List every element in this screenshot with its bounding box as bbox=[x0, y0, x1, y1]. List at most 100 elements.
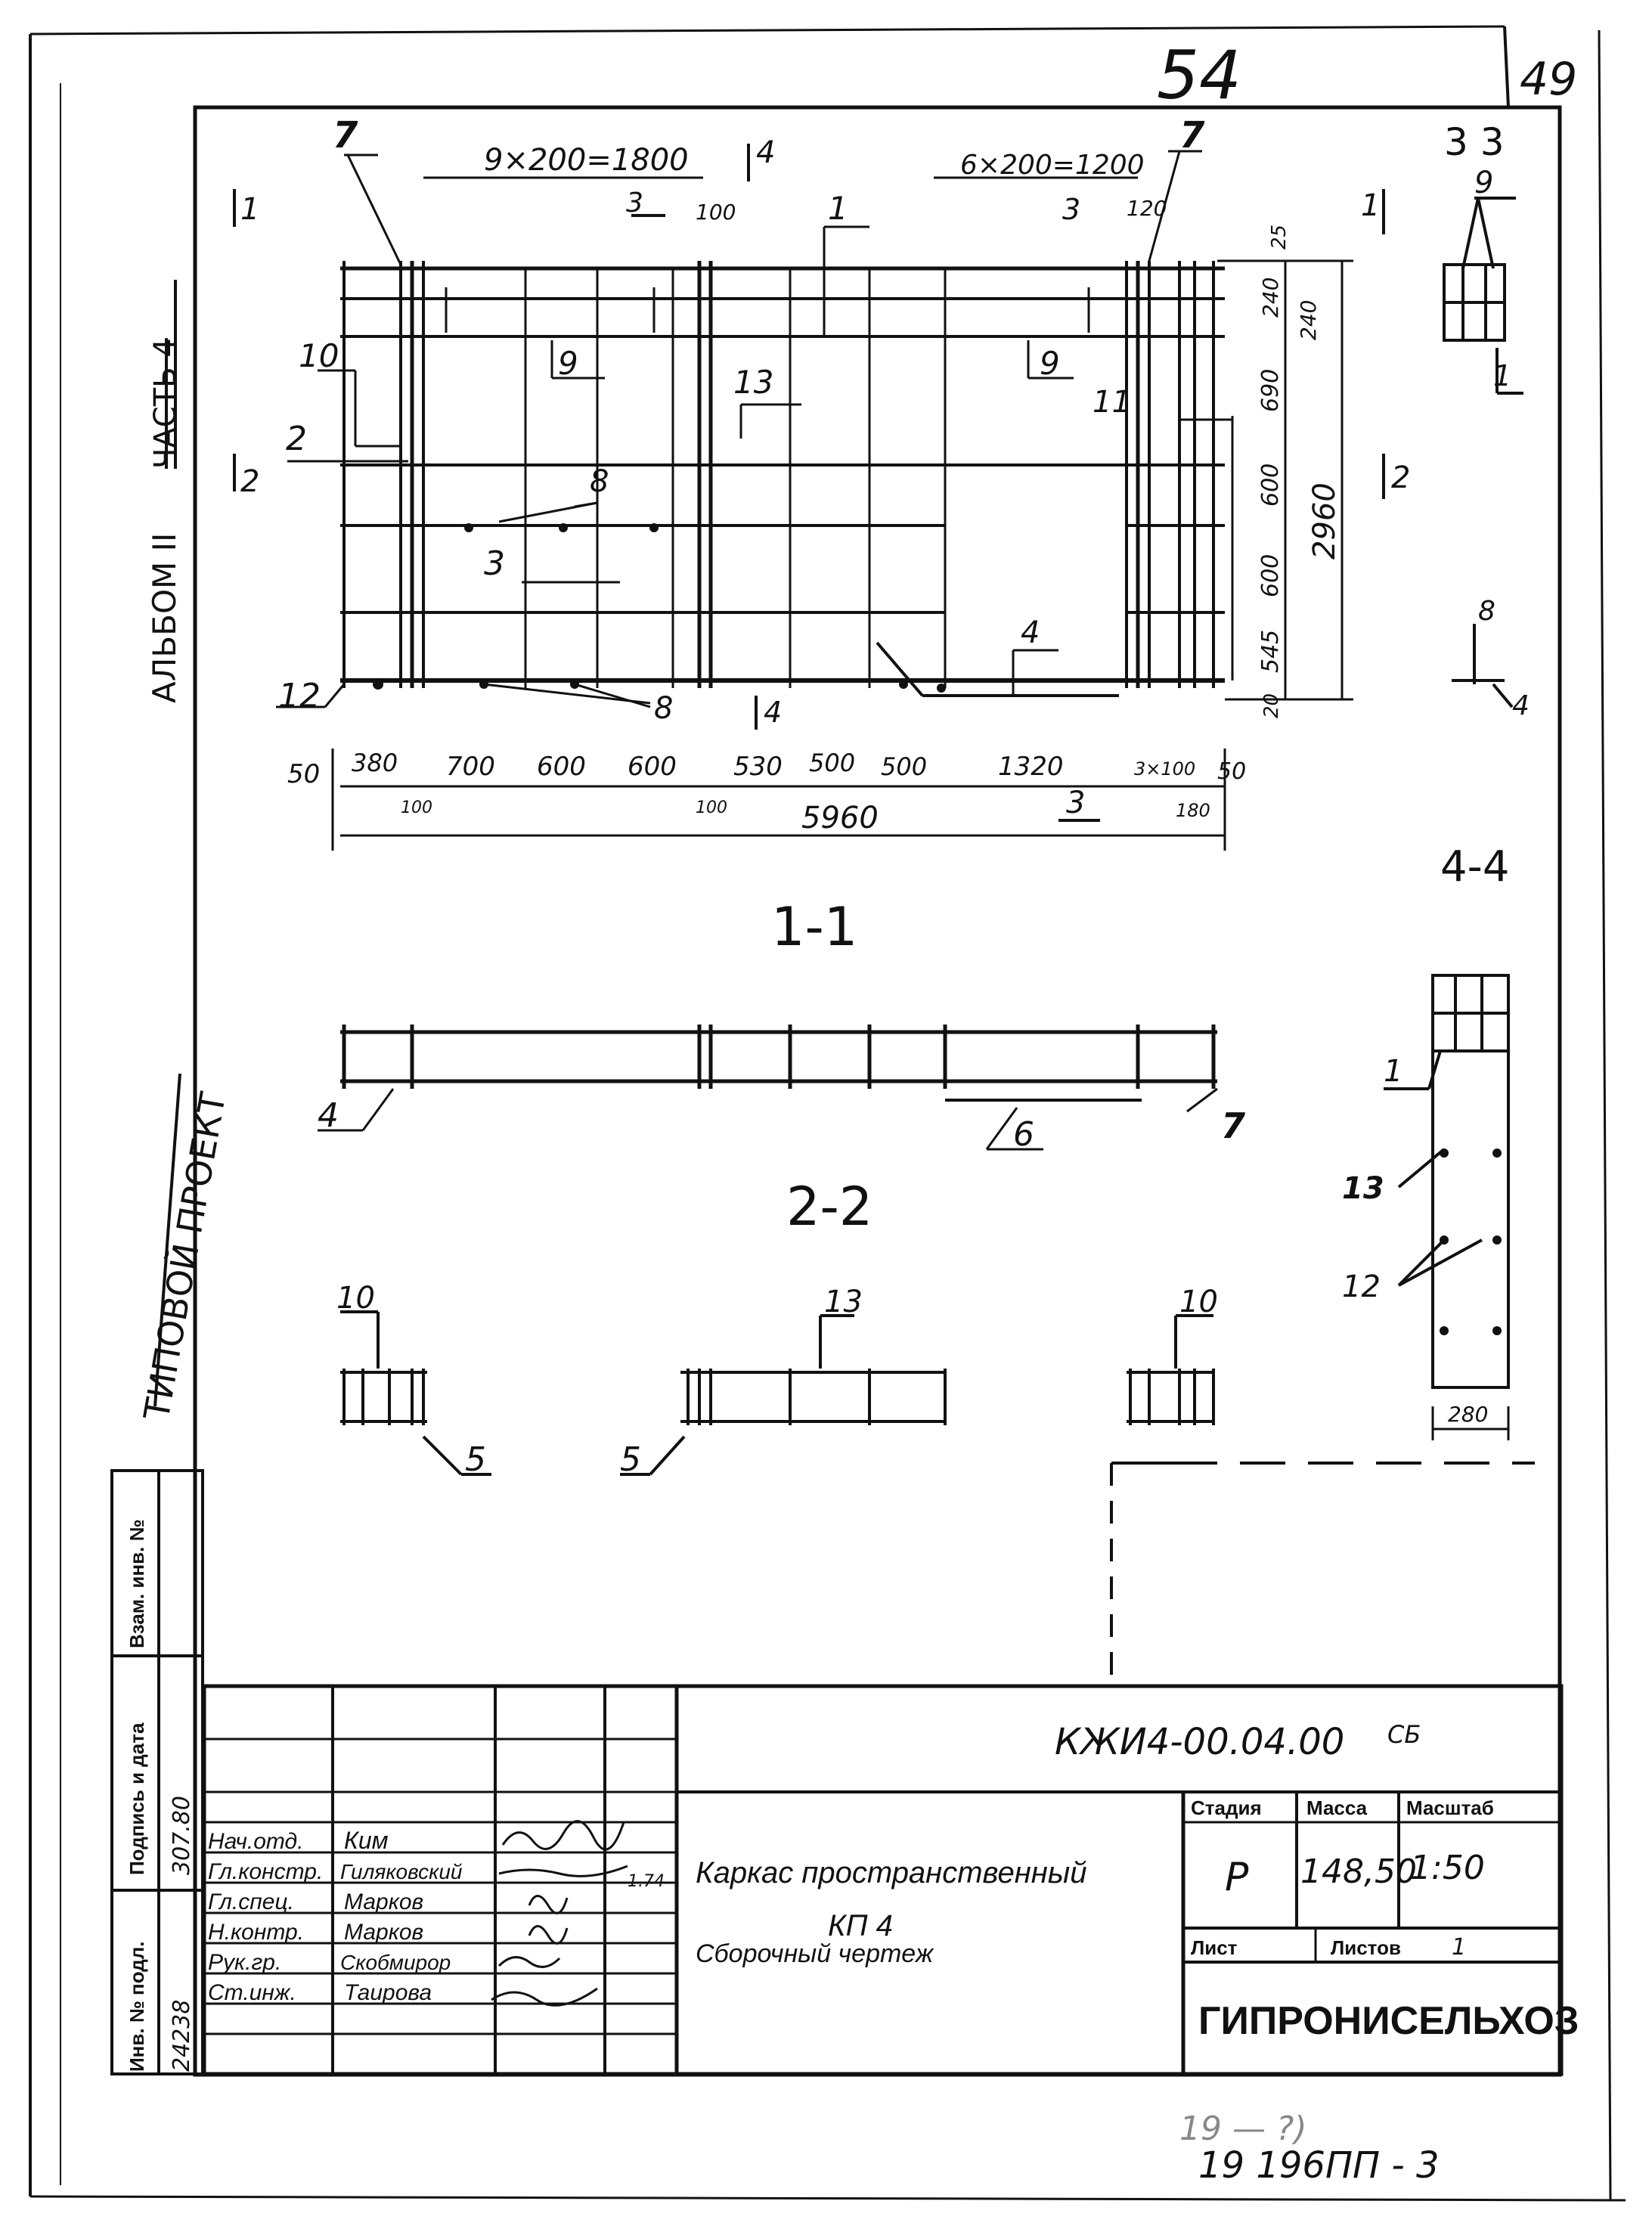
elevation-callouts: 7 7 4 1 1 1 3 3 9 9 10 13 11 2 2 2 8 3 4… bbox=[240, 114, 1410, 820]
callout-10: 10 bbox=[299, 337, 339, 374]
callout-1-3-3: 1 bbox=[1493, 359, 1511, 392]
callout-2-section-right: 2 bbox=[1391, 460, 1410, 495]
staff-name-5: Скобмирор bbox=[340, 1951, 451, 1974]
dim-bottom-50a: 50 bbox=[287, 759, 320, 789]
view-2-2-label: 2-2 bbox=[786, 1176, 872, 1238]
col-stage: Стадия bbox=[1191, 1796, 1262, 1819]
callout-13: 13 bbox=[733, 364, 773, 401]
title-block-grid bbox=[202, 1684, 1564, 2076]
dim-100: 100 bbox=[696, 200, 736, 225]
dim-right-600b: 600 bbox=[1257, 554, 1284, 597]
view-1-1-label: 1-1 bbox=[771, 896, 857, 958]
dim-bottom-1320: 1320 bbox=[998, 752, 1064, 782]
drawing-type: Сборочный чертеж bbox=[696, 1939, 934, 1968]
callout-7-section-1: 7 bbox=[1221, 1105, 1245, 1146]
staff-name-6: Таирова bbox=[344, 1980, 432, 2005]
staff-name-2: Гиляковский bbox=[340, 1860, 463, 1883]
view-3-3-label: 3 3 bbox=[1444, 120, 1505, 164]
callout-13-section-4: 13 bbox=[1342, 1171, 1384, 1206]
dim-bottom-100a: 100 bbox=[401, 798, 432, 817]
section-4-4 bbox=[1110, 974, 1535, 1690]
dim-right-545: 545 bbox=[1257, 630, 1284, 673]
callout-8-bottom: 8 bbox=[654, 691, 673, 726]
callout-8-top: 8 bbox=[590, 464, 609, 499]
dim-right-20: 20 bbox=[1260, 693, 1283, 718]
dim-top-right: 6×200=1200 bbox=[960, 150, 1145, 181]
callout-3-bottom: 3 bbox=[1066, 786, 1085, 820]
callout-4-mid: 4 bbox=[1021, 615, 1040, 650]
dim-bottom-100b: 100 bbox=[696, 798, 727, 817]
dim-bottom-500b: 500 bbox=[881, 752, 927, 781]
scale-value: 1:50 bbox=[1410, 1849, 1485, 1887]
callout-3-mid: 3 bbox=[484, 544, 505, 583]
callout-1-top: 1 bbox=[828, 190, 848, 227]
sheets-label: Листов bbox=[1331, 1936, 1401, 1959]
dimension-lines bbox=[331, 176, 1353, 851]
callout-2-left: 2 bbox=[286, 420, 307, 458]
view-4-4-label: 4-4 bbox=[1440, 842, 1509, 891]
album-label: АЛЬБОМ II bbox=[146, 533, 183, 703]
section-1-1 bbox=[318, 1025, 1218, 1151]
dim-bottom-500a: 500 bbox=[809, 749, 855, 777]
corner-number: 49 bbox=[1520, 53, 1577, 106]
margin-notes: АЛЬБОМ II ЧАСТЬ 4 ТИПОВОЙ ПРОЕКТ bbox=[135, 280, 234, 1424]
stamp-signature-date: Подпись и дата bbox=[126, 1722, 148, 1875]
drawing-mark: КП 4 bbox=[828, 1909, 893, 1942]
staff-name-1: Ким bbox=[344, 1827, 389, 1854]
dim-bottom-700: 700 bbox=[446, 752, 495, 782]
project-strike bbox=[153, 1073, 181, 1407]
doc-code-suffix: СБ bbox=[1387, 1720, 1421, 1749]
callout-4-detail: 4 bbox=[1512, 690, 1530, 721]
callout-12: 12 bbox=[278, 677, 321, 715]
cage-elevation bbox=[340, 261, 1225, 697]
callout-1-section-4: 1 bbox=[1384, 1054, 1402, 1089]
dim-right-690: 690 bbox=[1257, 369, 1284, 412]
callout-4-section-1: 4 bbox=[318, 1096, 339, 1135]
dim-bottom-50b: 50 bbox=[1217, 758, 1246, 785]
callout-4-bottom: 4 bbox=[764, 696, 782, 729]
callout-13-section-2: 13 bbox=[824, 1285, 863, 1319]
callout-1-section-right: 1 bbox=[1361, 188, 1380, 223]
col-mass: Масса bbox=[1306, 1796, 1368, 1819]
callout-10-section-2-left: 10 bbox=[336, 1281, 375, 1316]
signatures bbox=[491, 1820, 628, 2007]
stamp-inv-value: 24238 bbox=[169, 2000, 195, 2072]
dim-bottom-380: 380 bbox=[352, 749, 398, 777]
section-markers bbox=[233, 144, 1385, 822]
callout-3-top-right: 3 bbox=[1062, 193, 1080, 226]
callout-12-section-4: 12 bbox=[1342, 1269, 1381, 1304]
bottom-note: 19 196ПП - 3 bbox=[1198, 2144, 1440, 2187]
staff-role-6: Ст.инж. bbox=[208, 1980, 296, 2005]
sheets-value: 1 bbox=[1452, 1934, 1466, 1961]
section-4-4-points bbox=[1440, 1149, 1502, 1335]
sheet-number: 54 bbox=[1157, 36, 1241, 114]
organization: ГИПРОНИСЕЛЬХОЗ bbox=[1198, 1999, 1579, 2043]
section-3-3 bbox=[1443, 197, 1523, 395]
callout-2-section-left: 2 bbox=[240, 464, 259, 499]
callout-8-detail: 8 bbox=[1478, 596, 1495, 627]
staff-role-1: Нач.отд. bbox=[208, 1829, 303, 1854]
callout-9-right: 9 bbox=[1040, 345, 1060, 382]
dim-total-height: 2960 bbox=[1307, 482, 1342, 560]
dim-bottom-3x100: 3×100 bbox=[1134, 758, 1195, 780]
elevation-leaders bbox=[276, 150, 1234, 708]
callout-9-left: 9 bbox=[558, 345, 578, 382]
dim-4-4-width: 280 bbox=[1448, 1402, 1488, 1427]
stamp-replaced-inv: Взам. инв. № bbox=[126, 1519, 148, 1648]
dim-bottom-180: 180 bbox=[1176, 800, 1210, 821]
col-scale: Масштаб bbox=[1406, 1796, 1494, 1819]
callout-4-top: 4 bbox=[756, 135, 775, 170]
rev-mark: 1.74 bbox=[628, 1872, 665, 1891]
staff-name-3: Марков bbox=[344, 1889, 423, 1914]
dim-bottom-600b: 600 bbox=[628, 752, 677, 782]
sheet-label: Лист bbox=[1191, 1936, 1238, 1959]
dim-total-length: 5960 bbox=[801, 801, 879, 835]
callout-7-right: 7 bbox=[1179, 114, 1205, 157]
dim-right-25: 25 bbox=[1268, 225, 1291, 250]
callout-10-section-2-right: 10 bbox=[1179, 1285, 1218, 1319]
weld-points bbox=[373, 523, 946, 693]
bottom-scribble: 19 — ?) bbox=[1179, 2110, 1306, 2148]
dim-120: 120 bbox=[1127, 196, 1167, 221]
doc-code: КЖИ4-00.04.00 bbox=[1055, 1721, 1344, 1763]
